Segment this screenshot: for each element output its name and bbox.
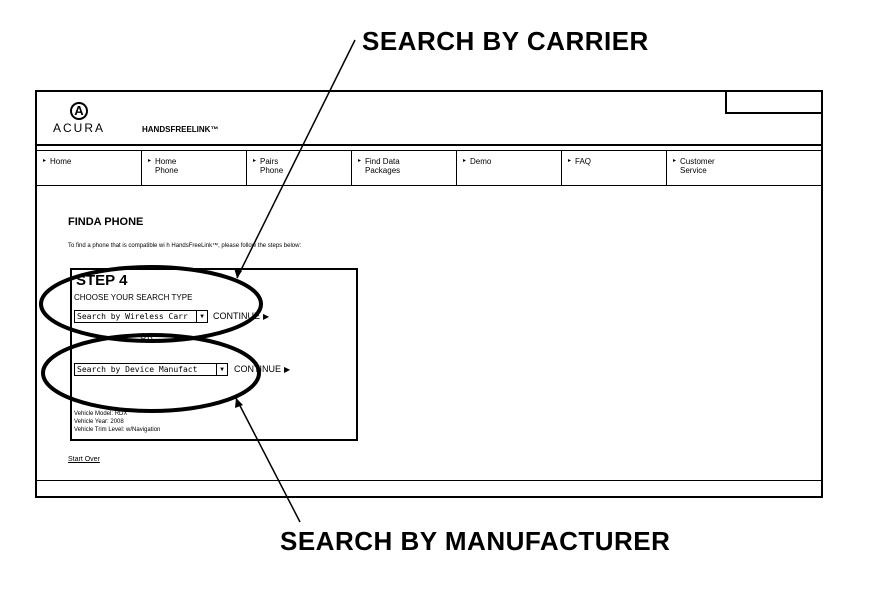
nav-label-2: Phone [260, 166, 284, 175]
nav-item-faq[interactable]: ▸FAQ [562, 151, 667, 185]
continue-label: CONTINUE [234, 364, 281, 374]
triangle-right-icon: ▸ [148, 158, 152, 164]
nav-item-home[interactable]: ▸Home [37, 151, 142, 185]
nav-label: FAQ [575, 157, 592, 166]
nav-label: Customer [680, 157, 715, 166]
acura-logo-text: ACURA [52, 121, 105, 135]
page-title: FINDA PHONE [68, 216, 144, 228]
carrier-select-value: Search by Wireless Carr [77, 312, 188, 321]
brand-title: HANDSFREELINK™ [142, 125, 219, 134]
nav-label-2: Phone [155, 166, 179, 175]
triangle-right-icon: ▸ [253, 158, 257, 164]
triangle-right-icon: ▸ [43, 158, 47, 164]
nav-label-2: Service [680, 166, 707, 175]
acura-logo[interactable]: A ACURA [51, 102, 107, 135]
or-separator: OR [140, 332, 154, 341]
triangle-right-icon: ▶ [284, 365, 291, 374]
manufacturer-select-value: Search by Device Manufact [77, 365, 198, 374]
step-subtitle: CHOOSE YOUR SEARCH TYPE [74, 293, 193, 302]
step-title: STEP 4 [76, 272, 128, 289]
continue-label: CONTINUE [213, 311, 260, 321]
nav-label: Pairs [260, 157, 279, 166]
continue-manufacturer-button[interactable]: CONTINUE▶ [234, 364, 290, 374]
nav-label: Find Data [365, 157, 400, 166]
nav-label: Home [155, 157, 177, 166]
triangle-right-icon: ▶ [263, 312, 270, 321]
triangle-right-icon: ▸ [463, 158, 467, 164]
nav-item-demo[interactable]: ▸Demo [457, 151, 562, 185]
callout-search-by-manufacturer: SEARCH BY MANUFACTURER [280, 526, 671, 556]
carrier-search-select[interactable]: Search by Wireless Carr ▼ [74, 310, 208, 323]
nav-label: Demo [470, 157, 492, 166]
vehicle-model: Vehicle Model: RDX [74, 411, 128, 417]
triangle-right-icon: ▸ [358, 158, 362, 164]
header-divider [37, 144, 821, 146]
acura-logo-icon: A [70, 102, 88, 120]
chevron-down-icon[interactable]: ▼ [216, 364, 227, 375]
nav-label-2: Packages [365, 166, 401, 175]
start-over-link[interactable]: Start Over [68, 456, 100, 463]
vehicle-year: Vehicle Year: 2008 [74, 419, 124, 425]
vehicle-info: Vehicle Model: RDX Vehicle Year: 2008 Ve… [74, 410, 160, 434]
callout-search-by-carrier: SEARCH BY CARRIER [362, 26, 649, 56]
vehicle-trim: Vehicle Trim Level: w/Navigation [74, 427, 161, 433]
chevron-down-icon[interactable]: ▼ [196, 311, 207, 322]
triangle-right-icon: ▸ [568, 158, 572, 164]
intro-text: To find a phone that is compatible wi h … [68, 243, 302, 249]
footer-divider [37, 480, 821, 481]
step-box: STEP 4 CHOOSE YOUR SEARCH TYPE Search by… [70, 268, 358, 441]
triangle-right-icon: ▸ [673, 158, 677, 164]
nav-label: Home [50, 157, 72, 166]
manufacturer-search-select[interactable]: Search by Device Manufact ▼ [74, 363, 228, 376]
continue-carrier-button[interactable]: CONTINUE▶ [213, 311, 269, 321]
header-top-box [725, 90, 823, 114]
